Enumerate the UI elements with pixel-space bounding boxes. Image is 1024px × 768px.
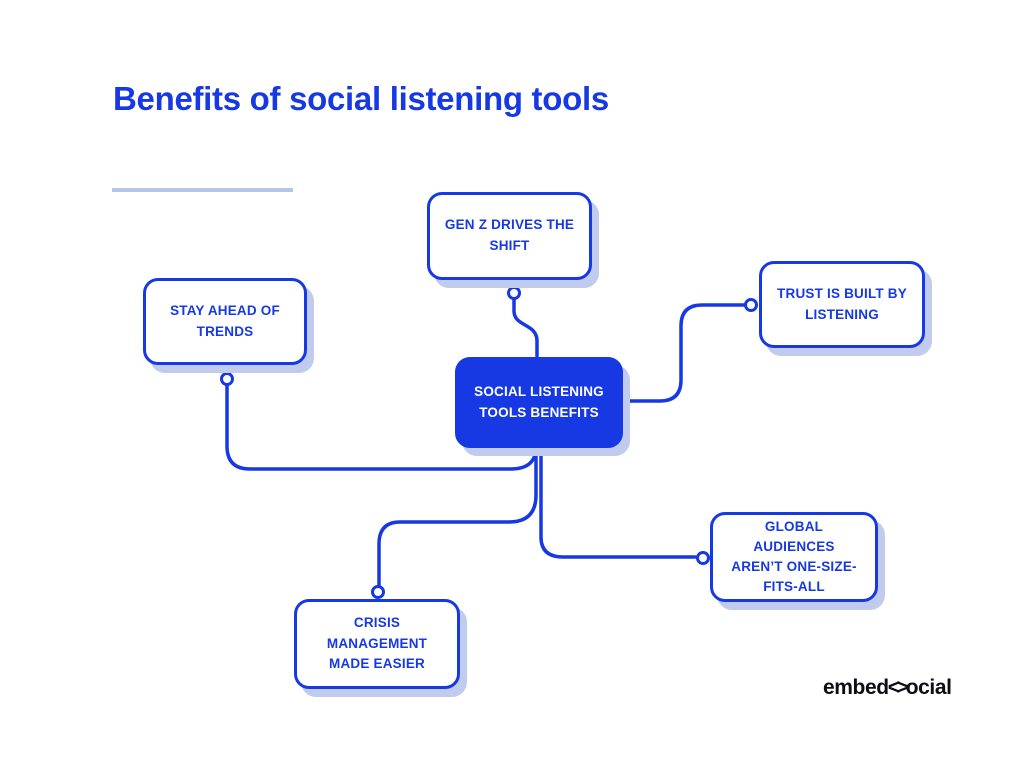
- connector-group: [220, 286, 758, 599]
- node-trust-is-built-by-listening: TRUST IS BUILT BY LISTENING: [759, 261, 925, 348]
- logo-text-suffix: ocial: [905, 676, 952, 699]
- connector-crisis: [377, 446, 538, 587]
- connector-stay-ahead: [225, 384, 538, 471]
- node-label: GEN Z DRIVES THE SHIFT: [444, 217, 575, 253]
- node-label: GLOBAL AUDIENCES AREN’T ONE-SIZE- FITS-A…: [731, 519, 857, 594]
- node-gen-z-drives-the-shift: GEN Z DRIVES THE SHIFT: [427, 192, 592, 280]
- connector-trust: [622, 303, 746, 403]
- connector-global: [539, 446, 697, 559]
- connector-dot-global: [696, 551, 710, 565]
- node-label: TRUST IS BUILT BY LISTENING: [777, 285, 907, 322]
- page-title: Benefits of social listening tools: [113, 80, 609, 117]
- logo-s-brackets-icon: <>: [887, 676, 909, 699]
- node-crisis-management: CRISIS MANAGEMENT MADE EASIER: [294, 599, 460, 689]
- node-label: STAY AHEAD OF TRENDS: [170, 302, 280, 339]
- connector-dot-trust: [744, 298, 758, 312]
- node-stay-ahead-of-trends: STAY AHEAD OF TRENDS: [143, 278, 307, 365]
- node-central-social-listening-tools-benefits: SOCIAL LISTENING TOOLS BENEFITS: [455, 357, 623, 448]
- title-underline-divider: [112, 188, 293, 192]
- node-label: CRISIS MANAGEMENT MADE EASIER: [326, 614, 428, 672]
- embedsocial-logo: embed<>ocial: [823, 676, 952, 700]
- connector-dot-gen-z: [507, 286, 521, 300]
- logo-text-prefix: embed: [823, 676, 889, 699]
- node-label: SOCIAL LISTENING TOOLS BENEFITS: [474, 383, 604, 420]
- connector-gen-z: [512, 297, 539, 358]
- node-global-audiences: GLOBAL AUDIENCES AREN’T ONE-SIZE- FITS-A…: [710, 512, 878, 602]
- connector-dot-crisis: [371, 585, 385, 599]
- connector-dot-stay-ahead: [220, 372, 234, 386]
